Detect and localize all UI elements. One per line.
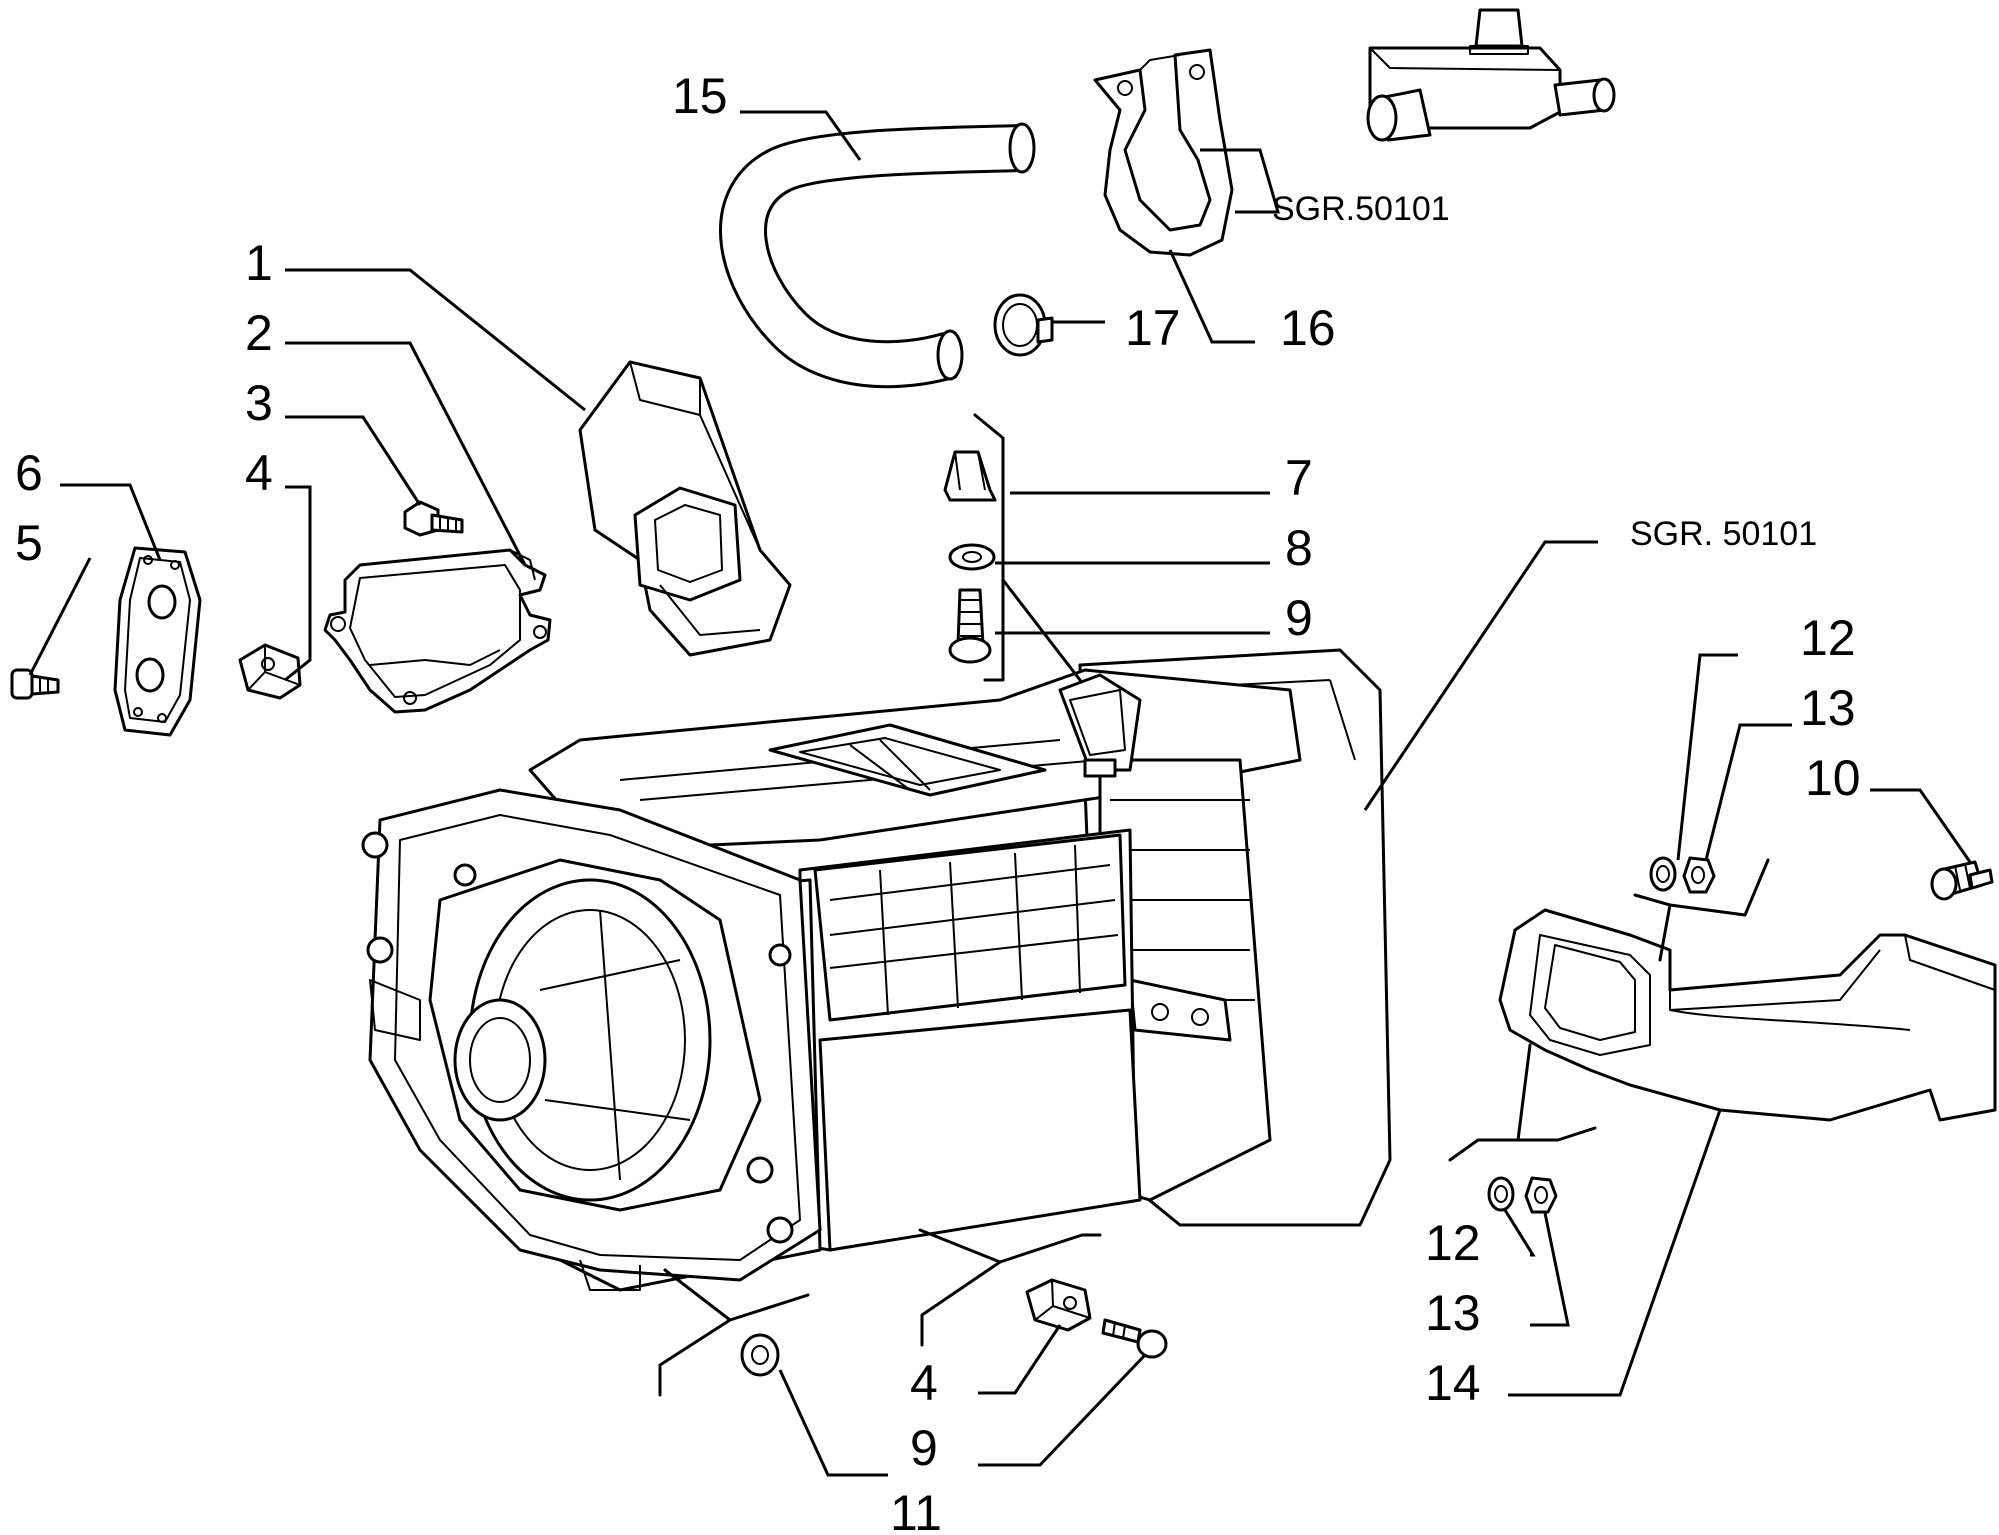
- ref-sgr-top: SGR.50101: [1272, 190, 1450, 228]
- clip-nut-part-4-top: [238, 643, 302, 700]
- spacer-part-7: [943, 450, 997, 502]
- nut-part-13-upper: [1682, 856, 1716, 894]
- hose-part-15: [719, 122, 1036, 389]
- callout-4: 4: [245, 445, 273, 501]
- screw-part-9-bottom: [1101, 1318, 1168, 1359]
- nut-part-13-lower: [1524, 1176, 1558, 1214]
- callout-16: 16: [1280, 300, 1336, 356]
- callout-9: 9: [1285, 590, 1313, 646]
- washer-part-8: [948, 543, 996, 571]
- bolt-part-3: [403, 500, 464, 537]
- bolt-part-10: [1930, 860, 1994, 901]
- callout-14: 14: [1425, 1355, 1481, 1411]
- washer-part-12-upper: [1649, 856, 1677, 892]
- callout-13-bottom: 13: [1425, 1285, 1481, 1341]
- callout-12: 12: [1800, 610, 1856, 666]
- callout-7: 7: [1285, 450, 1313, 506]
- clip-nut-part-4-bottom: [1025, 1278, 1092, 1332]
- nut-part-11: [740, 1333, 780, 1377]
- valve-assembly: [1366, 8, 1616, 142]
- callout-3: 3: [245, 375, 273, 431]
- callout-13: 13: [1800, 680, 1856, 736]
- hose-clamp-part-17: [993, 293, 1054, 357]
- callout-15: 15: [672, 68, 728, 124]
- callout-8: 8: [1285, 520, 1313, 576]
- callout-labels: 1 2 3 4 5 6 7 8 9 10 11 12 13 14 15 16 1…: [15, 68, 1861, 1535]
- bracket-clip-part-16: [1093, 48, 1234, 257]
- air-duct-part-1: [578, 360, 792, 657]
- screw-part-5: [10, 668, 60, 700]
- side-duct-part-14: [1498, 908, 1997, 1122]
- group-brackets: [658, 413, 1770, 1397]
- ref-sgr-right: SGR. 50101: [1630, 515, 1817, 553]
- callout-4-bottom: 4: [910, 1355, 938, 1411]
- screw-part-9-top: [948, 588, 992, 664]
- callout-9-bottom: 9: [910, 1420, 938, 1476]
- heater-housing: [361, 648, 1392, 1292]
- washer-part-12-lower: [1487, 1176, 1515, 1212]
- callout-11: 11: [890, 1485, 942, 1535]
- callout-2: 2: [245, 305, 273, 361]
- plate-part-6: [113, 546, 202, 737]
- callout-17: 17: [1125, 300, 1181, 356]
- callout-1: 1: [245, 235, 273, 291]
- callout-6: 6: [15, 445, 43, 501]
- callout-5: 5: [15, 515, 43, 571]
- callout-10: 10: [1805, 750, 1861, 806]
- leader-lines: [28, 110, 1972, 1477]
- callout-12-bottom: 12: [1425, 1215, 1481, 1271]
- mounting-bracket-part-2: [323, 548, 552, 714]
